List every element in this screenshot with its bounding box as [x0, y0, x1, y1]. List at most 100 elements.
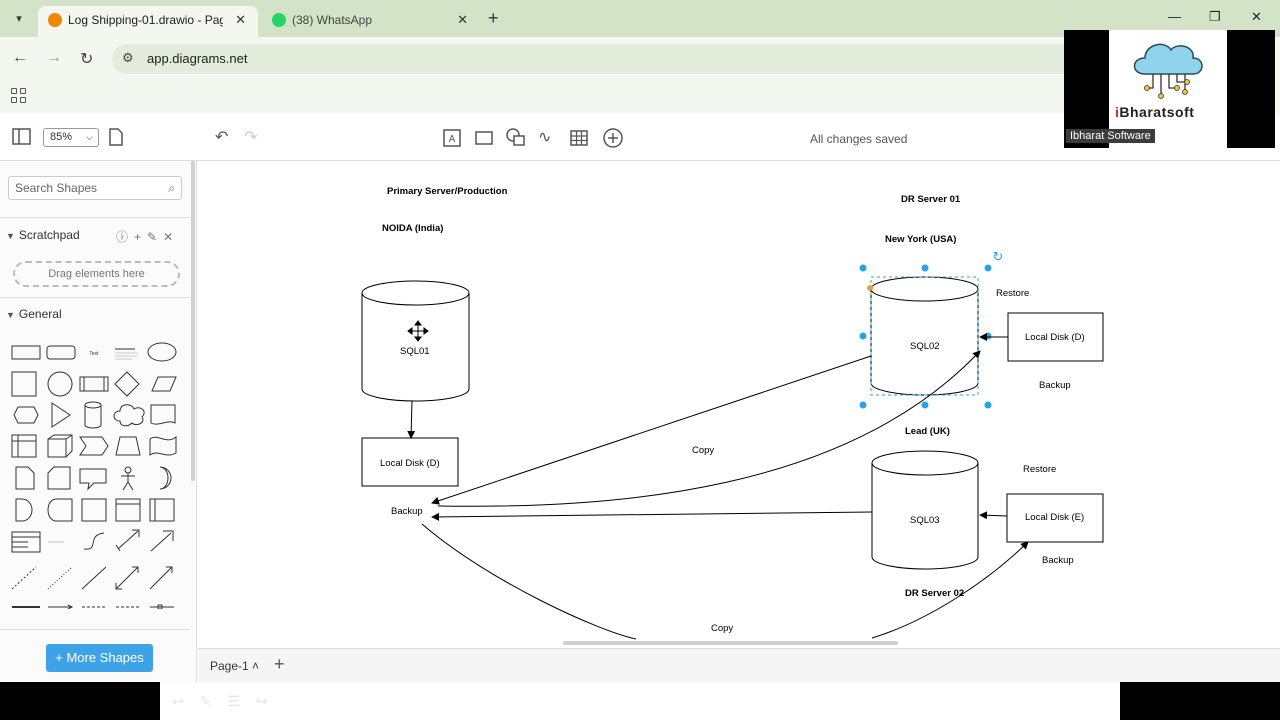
redo-icon[interactable]: ↷ — [244, 129, 258, 146]
rounded-rectangle-shape-icon — [46, 345, 76, 360]
dr2-location[interactable]: Lead (UK) — [905, 426, 950, 437]
selection-handles[interactable] — [859, 264, 992, 409]
disk-dr2-label[interactable]: Local Disk (E) — [1025, 512, 1085, 523]
close-icon[interactable]: ✕ — [163, 230, 180, 244]
close-tab-icon[interactable]: ✕ — [235, 12, 246, 27]
site-settings-icon[interactable]: ⚙ — [122, 50, 134, 65]
sidebar-scrollbar[interactable] — [191, 161, 195, 481]
shapes-tool-icon[interactable] — [505, 127, 527, 147]
insert-plus-icon[interactable] — [602, 127, 624, 149]
search-shapes-input[interactable]: Search Shapes ⌕ — [8, 176, 182, 200]
more-shapes-button[interactable]: + More Shapes — [46, 644, 153, 672]
add-page-button[interactable]: + — [274, 654, 285, 674]
sql02-to-backup-arrow[interactable] — [431, 355, 872, 505]
copy-1-label[interactable]: Copy — [692, 445, 715, 456]
copy-to-dr1-arrow[interactable] — [437, 350, 981, 507]
table-tool-icon[interactable] — [569, 128, 589, 148]
sql03-cylinder[interactable] — [871, 450, 979, 570]
apps-grid-icon[interactable] — [11, 88, 26, 103]
square-shape-icon — [11, 371, 37, 397]
back-arrow-icon[interactable]: ← — [12, 49, 28, 66]
reload-icon[interactable]: ↻ — [80, 51, 94, 68]
zoom-select[interactable]: 85% ⌵ — [43, 128, 99, 147]
close-tab-icon[interactable]: ✕ — [457, 12, 468, 27]
disk-primary-label[interactable]: Local Disk (D) — [380, 458, 440, 469]
dr1-location[interactable]: New York (USA) — [885, 234, 957, 245]
tab-search-chevron-icon[interactable]: ▾ — [16, 13, 22, 25]
backup-primary-label[interactable]: Backup — [391, 506, 423, 517]
textbox-shape-icon — [115, 348, 138, 360]
triangle-shape-icon — [51, 402, 71, 428]
cloud-shape-icon — [113, 404, 145, 427]
diagram-drawing: ↻ — [361, 250, 1104, 640]
general-title: General — [18, 307, 62, 321]
undo-icon[interactable]: ↶ — [215, 129, 229, 146]
minimize-icon[interactable]: — — [1168, 9, 1181, 24]
rotate-handle-icon[interactable]: ↻ — [993, 250, 1004, 265]
sql03-to-backup-arrow[interactable] — [431, 511, 873, 521]
sql02-cylinder[interactable] — [870, 276, 979, 396]
sql01-cylinder[interactable] — [361, 280, 470, 402]
freehand-icon[interactable]: ∿ — [538, 129, 552, 146]
restore-1-label[interactable]: Restore — [996, 288, 1030, 299]
local-disk-dr2-box[interactable] — [1006, 493, 1104, 543]
diamond-shape-icon — [114, 371, 140, 397]
canvas-horizontal-scrollbar[interactable] — [563, 641, 898, 645]
copy-to-dr2-line-right[interactable] — [871, 541, 1029, 639]
double-arrow-line-icon — [115, 566, 139, 590]
text-tool-icon[interactable]: A — [442, 128, 462, 148]
svg-text:A: A — [449, 134, 456, 145]
divider — [0, 629, 190, 630]
browser-tab-bar: ▾ Log Shipping-01.drawio - Page ✕ (38) W… — [0, 0, 1280, 37]
faded-redo-icon: ↪ — [256, 693, 284, 709]
copy-to-dr2-line-left[interactable] — [421, 523, 637, 640]
local-disk-primary-box[interactable] — [361, 437, 459, 487]
restore-window-icon[interactable]: ❐ — [1209, 9, 1221, 24]
whatsapp-favicon-icon — [272, 13, 286, 27]
edit-icon[interactable]: ✎ — [147, 230, 164, 244]
dr2-title[interactable]: DR Server 02 — [905, 588, 965, 599]
local-disk-dr1-box[interactable] — [1007, 312, 1104, 362]
rectangle-tool-icon[interactable] — [474, 128, 494, 148]
anchor-point[interactable] — [867, 285, 873, 291]
backup-dr1-label[interactable]: Backup — [1039, 380, 1071, 391]
process-shape-icon — [79, 376, 109, 392]
general-header[interactable]: ▼General — [6, 307, 62, 321]
sql01-to-disk-arrow[interactable] — [407, 400, 416, 439]
primary-title[interactable]: Primary Server/Production — [387, 186, 508, 197]
forward-arrow-icon[interactable]: → — [46, 49, 62, 66]
close-window-icon[interactable]: ✕ — [1251, 9, 1262, 24]
page-view-icon[interactable] — [108, 128, 124, 146]
help-icon[interactable]: ⓘ — [116, 230, 135, 244]
faded-pencil-icon: ✎ — [199, 693, 228, 709]
text-shape-icon: Text — [89, 351, 99, 357]
page-1-tab[interactable]: Page-1 ˄ — [210, 659, 260, 673]
tab-whatsapp[interactable]: (38) WhatsApp ✕ — [262, 6, 480, 37]
watermark-brand: iBharatsoft — [1115, 104, 1195, 120]
dr1-title[interactable]: DR Server 01 — [901, 194, 961, 205]
disk-dr1-label[interactable]: Local Disk (D) — [1025, 332, 1085, 343]
sql02-label[interactable]: SQL02 — [910, 341, 940, 352]
new-tab-button[interactable]: + — [488, 8, 499, 28]
tab-drawio[interactable]: Log Shipping-01.drawio - Page ✕ — [38, 6, 258, 37]
restore-2-label[interactable]: Restore — [1023, 464, 1057, 475]
search-icon[interactable]: ⌕ — [168, 181, 175, 195]
more-shapes-label: More Shapes — [66, 650, 144, 665]
disk-to-sql03-restore-arrow[interactable] — [979, 511, 1008, 520]
scratchpad-title: Scratchpad — [18, 228, 80, 242]
format-panel-icon[interactable] — [12, 128, 32, 146]
copy-2-label[interactable]: Copy — [711, 623, 734, 634]
sql03-label[interactable]: SQL03 — [910, 515, 940, 526]
divider — [0, 297, 190, 298]
diagram-canvas[interactable]: ↻ Primary Server/Production NOIDA (India… — [198, 161, 1280, 648]
scratchpad-header[interactable]: ▼Scratchpad — [6, 228, 80, 242]
add-icon[interactable]: + — [134, 230, 148, 244]
primary-location[interactable]: NOIDA (India) — [382, 223, 444, 234]
scratchpad-dropzone[interactable]: Drag elements here — [13, 261, 180, 287]
general-shapes-palette[interactable]: Text — [8, 339, 188, 609]
callout-shape-icon — [79, 468, 107, 491]
container-shape-icon — [81, 498, 107, 522]
sql01-label[interactable]: SQL01 — [400, 346, 430, 357]
rectangle-shape-icon — [11, 345, 41, 360]
backup-dr2-label[interactable]: Backup — [1042, 555, 1074, 566]
